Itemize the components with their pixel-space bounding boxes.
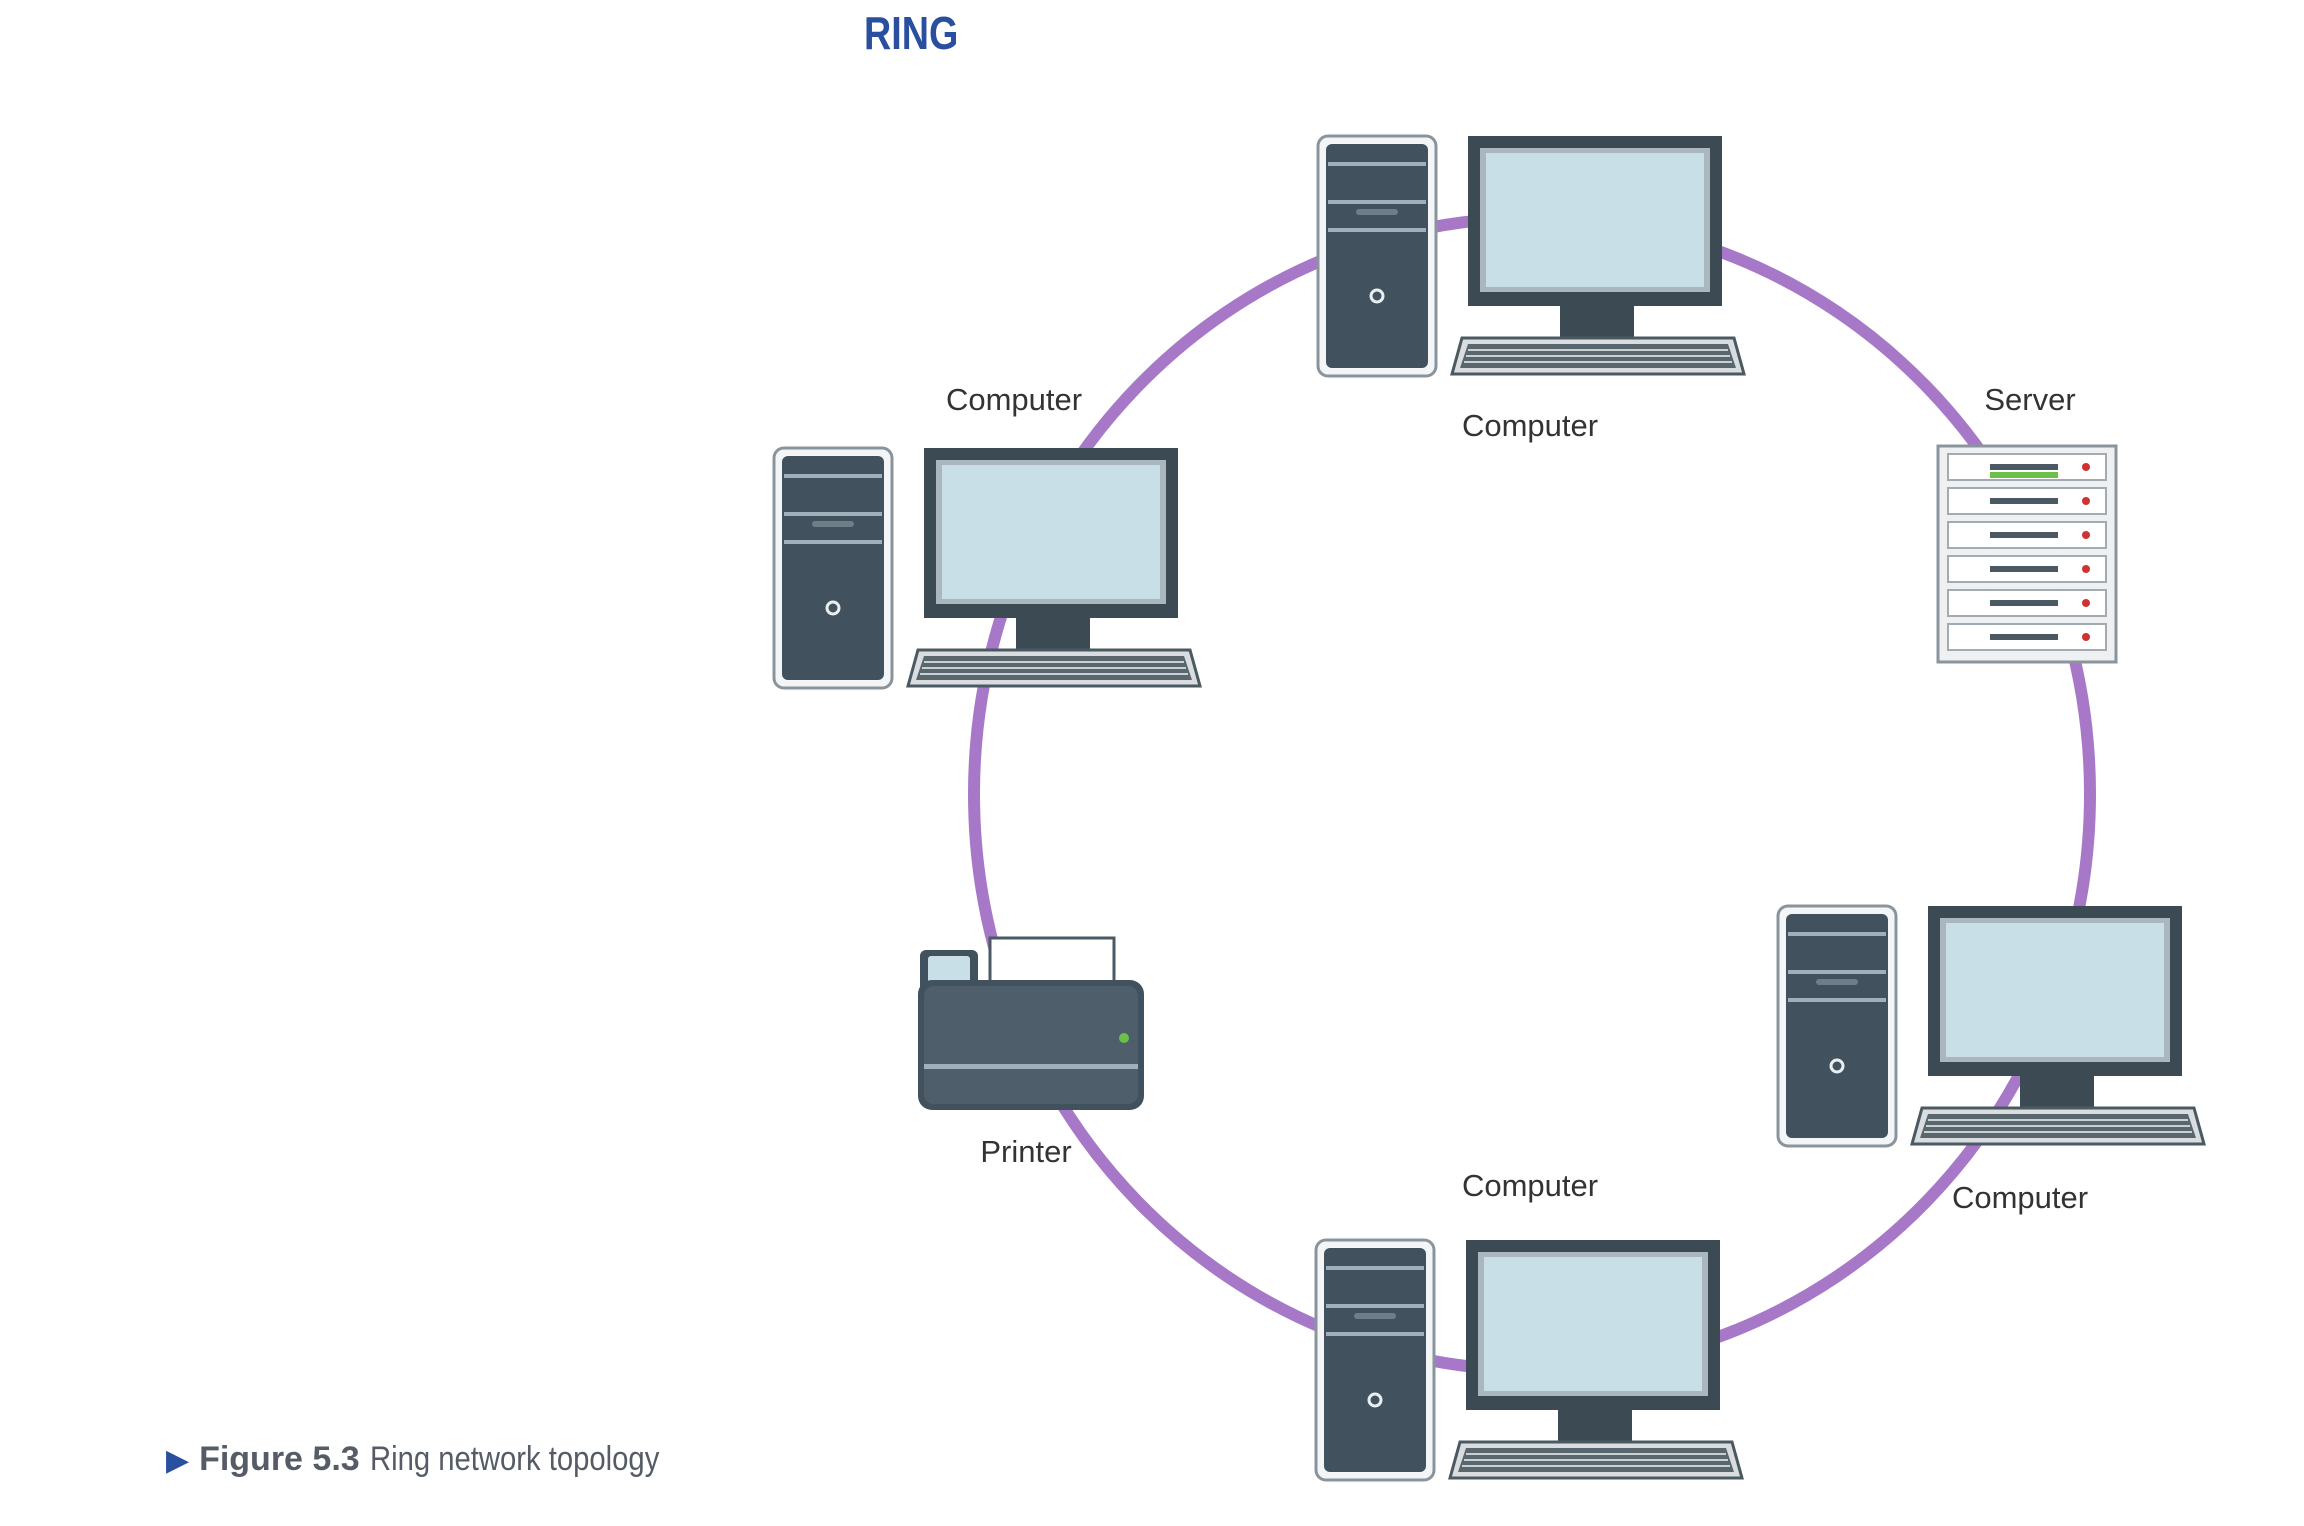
diagram-title: RING bbox=[864, 7, 959, 59]
node-server-right: Server bbox=[1938, 382, 2116, 662]
computer-icon bbox=[1316, 134, 1746, 378]
node-label: Computer bbox=[1462, 1168, 1598, 1203]
node-computer-bottom: Computer bbox=[1314, 1168, 1744, 1482]
printer-icon bbox=[916, 936, 1146, 1112]
server-icon bbox=[1938, 446, 2116, 662]
computer-icon bbox=[772, 446, 1202, 690]
computer-icon bbox=[1776, 904, 2206, 1148]
node-computer-lower-right: Computer bbox=[1776, 904, 2206, 1215]
node-computer-top: Computer bbox=[1316, 134, 1746, 443]
node-computer-upper-left: Computer bbox=[772, 382, 1202, 690]
node-label: Computer bbox=[1462, 408, 1598, 443]
caption-marker-icon: ▶ bbox=[166, 1444, 190, 1477]
node-label: Printer bbox=[980, 1134, 1071, 1169]
figure-number: Figure 5.3 bbox=[199, 1440, 360, 1478]
figure-caption-text: Ring network topology bbox=[369, 1440, 660, 1478]
computer-icon bbox=[1314, 1238, 1744, 1482]
node-label: Computer bbox=[1952, 1180, 2088, 1215]
node-label: Computer bbox=[946, 382, 1082, 417]
node-label: Server bbox=[1984, 382, 2075, 417]
node-printer-left: Printer bbox=[916, 936, 1146, 1169]
